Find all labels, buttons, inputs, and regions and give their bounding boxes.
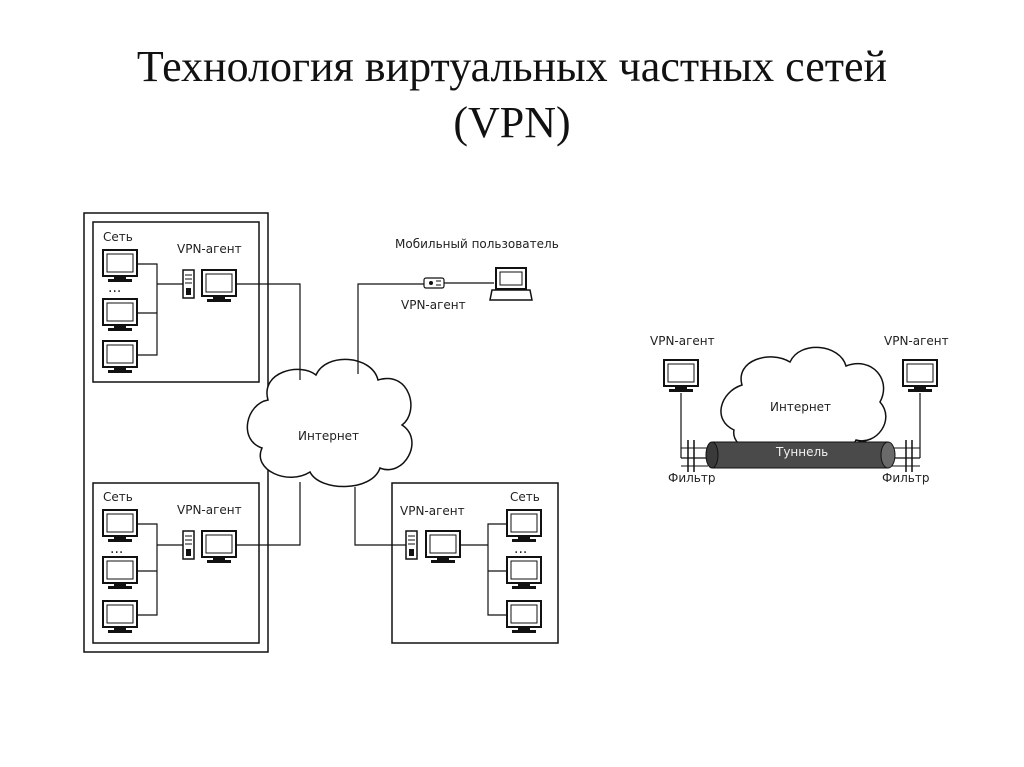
vpn-agent-computer-icon xyxy=(201,269,237,303)
tunnel-label: Туннель xyxy=(775,445,828,459)
computer-icon xyxy=(102,556,138,590)
internet-label: Интернет xyxy=(770,400,831,414)
vpn-agent-computer-icon xyxy=(425,530,461,564)
ellipsis: ... xyxy=(514,541,527,557)
network-label: Сеть xyxy=(103,230,133,244)
vpn-agent-computer-icon xyxy=(663,359,699,393)
network-box-right xyxy=(391,482,559,644)
filter-left-label: Фильтр xyxy=(668,471,715,485)
internet-label: Интернет xyxy=(298,429,359,443)
computer-icon xyxy=(102,509,138,543)
server-icon xyxy=(182,530,195,560)
computer-icon xyxy=(506,509,542,543)
vpn-agent-dongle-icon xyxy=(423,277,445,289)
slide-title: Технология виртуальных частных сетей xyxy=(136,42,888,91)
server-icon xyxy=(182,269,195,299)
computer-icon xyxy=(102,249,138,283)
vpn-agent-left-label: VPN-агент xyxy=(650,334,715,348)
network-box-bottom xyxy=(92,482,260,644)
vpn-agent-right-label: VPN-агент xyxy=(884,334,949,348)
vpn-agent-label: VPN-агент xyxy=(177,242,242,256)
computer-icon xyxy=(102,340,138,374)
computer-icon xyxy=(102,298,138,332)
vpn-agent-computer-icon xyxy=(902,359,938,393)
ellipsis: ... xyxy=(108,280,121,296)
internet-cloud xyxy=(246,358,413,488)
tunnel-pipe xyxy=(705,441,896,469)
slide-subtitle: (VPN) xyxy=(453,98,571,147)
computer-icon xyxy=(506,600,542,634)
ellipsis: ... xyxy=(110,541,123,557)
network-box-top xyxy=(92,221,260,383)
vpn-agent-label: VPN-агент xyxy=(177,503,242,517)
filter-right-label: Фильтр xyxy=(882,471,929,485)
network-label: Сеть xyxy=(103,490,133,504)
internet-cloud xyxy=(720,346,887,459)
server-icon xyxy=(405,530,418,560)
filter-right-icon xyxy=(905,440,913,472)
filter-left-icon xyxy=(687,440,695,472)
laptop-icon xyxy=(489,267,533,301)
mobile-vpn-agent-label: VPN-агент xyxy=(401,298,466,312)
mobile-user-label: Мобильный пользователь xyxy=(395,237,559,251)
vpn-agent-computer-icon xyxy=(201,530,237,564)
computer-icon xyxy=(506,556,542,590)
network-label: Сеть xyxy=(510,490,540,504)
computer-icon xyxy=(102,600,138,634)
vpn-agent-label: VPN-агент xyxy=(400,504,465,518)
